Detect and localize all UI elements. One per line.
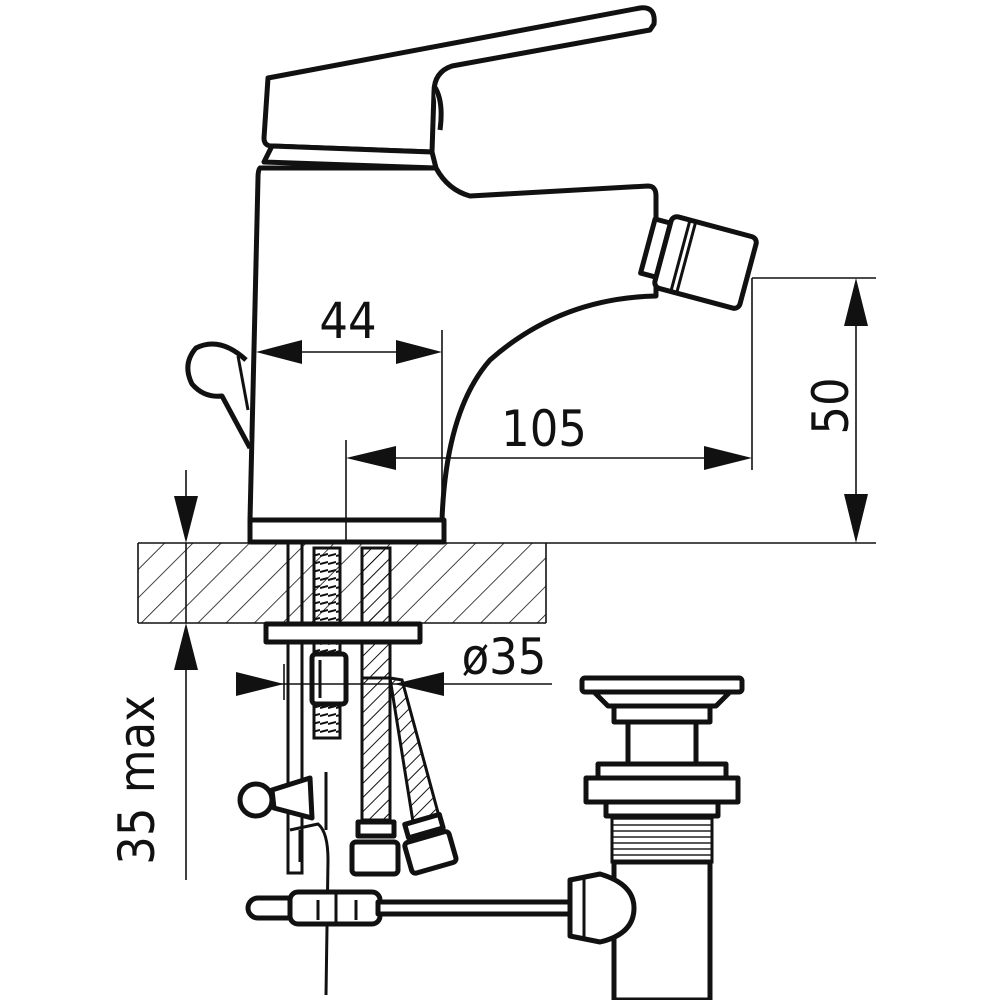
aerator (638, 214, 759, 311)
countertop-section (137, 542, 876, 624)
dimension-105-label: 105 (501, 400, 587, 458)
faucet-body (185, 5, 759, 545)
mounting-hardware (237, 541, 573, 996)
dimension-44-label: 44 (319, 292, 376, 350)
popup-waste (567, 675, 745, 1000)
dimension-44: 44 (256, 292, 443, 520)
dimension-diameter-35-label: ø35 (462, 628, 547, 686)
dimension-35-max: 35 max (108, 470, 198, 880)
dimension-35-max-label: 35 max (108, 695, 166, 865)
dimension-50: 50 (752, 277, 876, 543)
dimension-105: 105 (345, 278, 753, 543)
popup-knob (185, 341, 253, 450)
base-ring (247, 517, 447, 545)
lever-handle (261, 5, 657, 155)
lever-joint (431, 84, 444, 131)
dimension-50-label: 50 (802, 377, 860, 434)
cartridge-ring (261, 143, 439, 171)
body-spout (247, 165, 659, 523)
dimension-diameter-35: ø35 (236, 628, 552, 700)
